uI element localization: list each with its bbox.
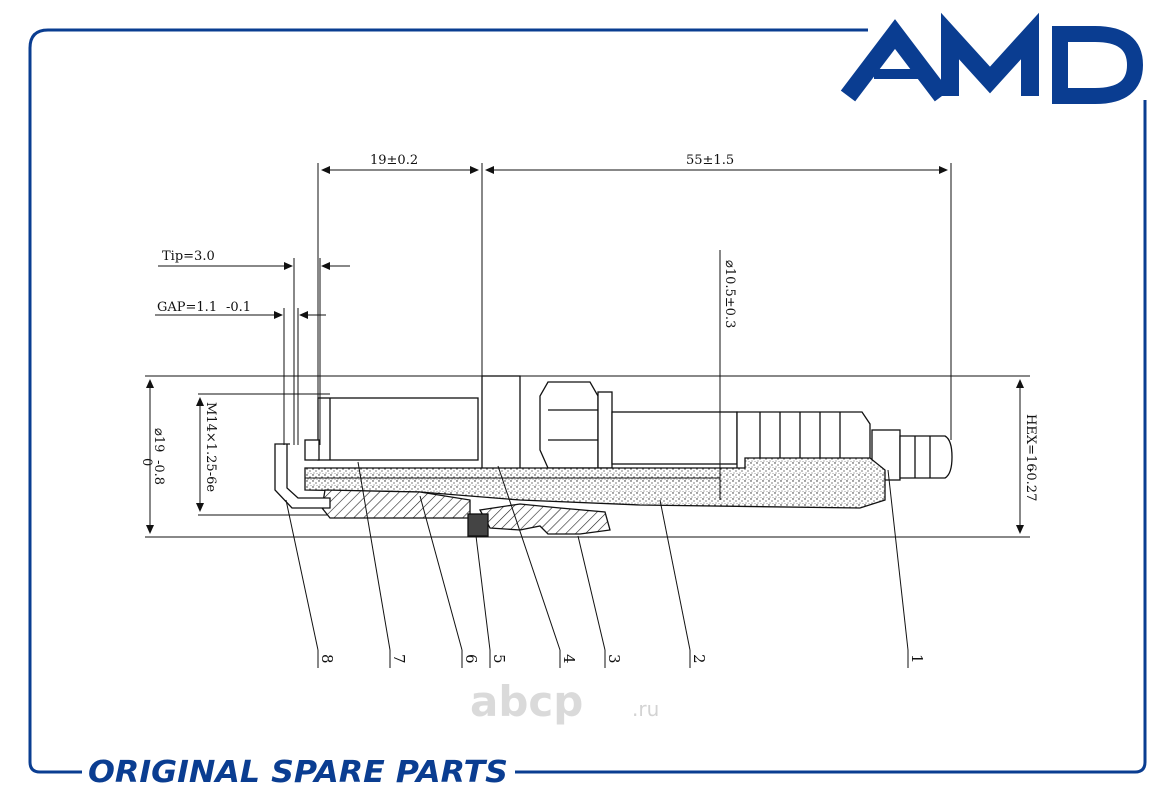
watermark-main: abcp (470, 677, 583, 726)
sealing-gasket (467, 513, 489, 537)
dim-length-b: 55±1.5 (686, 153, 734, 168)
shell-section-crimp (478, 503, 611, 535)
dim-body-dia-tol-lower: -0.8 (151, 460, 166, 485)
callout-5: 5 (490, 654, 508, 664)
callout-8: 8 (318, 654, 336, 664)
dim-hex-tol: -0.27 (1023, 468, 1038, 501)
dim-length-a: 19±0.2 (370, 153, 418, 168)
dimension-tip-gap (155, 258, 350, 445)
abcp-watermark: abcp .ru (470, 677, 659, 726)
dim-thread: M14×1.25-6e (203, 402, 218, 492)
center-electrode-tip (304, 439, 320, 461)
amd-logo (840, 12, 1144, 104)
ground-electrode (274, 443, 331, 509)
dim-tip: Tip=3.0 (162, 249, 215, 264)
callout-3: 3 (605, 654, 623, 664)
dim-body-dia-tol-upper: 0 (139, 458, 154, 466)
dim-hex: HEX=16 (1023, 414, 1038, 472)
dimension-left (146, 379, 204, 534)
callout-2: 2 (690, 654, 708, 664)
dim-gap-tol: -0.1 (226, 300, 251, 315)
callout-7: 7 (390, 654, 408, 664)
shell-collar (481, 375, 521, 481)
callout-4: 4 (560, 654, 578, 664)
terminal-nut (899, 435, 953, 479)
watermark-suffix: .ru (632, 697, 659, 721)
threaded-shell (317, 397, 479, 461)
dimension-lengths (317, 163, 952, 440)
hex-nut (539, 381, 599, 469)
blue-frame (28, 28, 1147, 774)
plug-body (145, 375, 1030, 538)
insulator-body (611, 411, 738, 465)
callout-1: 1 (908, 654, 926, 664)
callout-6: 6 (462, 654, 480, 664)
footer-original-spare-parts: ORIGINAL SPARE PARTS (88, 755, 508, 790)
dim-insulator-dia: ⌀10.5±0.3 (722, 260, 737, 328)
dim-body-dia: ⌀19 (151, 428, 166, 452)
dim-gap: GAP=1.1 (157, 300, 217, 315)
callout-leaders (285, 461, 909, 668)
